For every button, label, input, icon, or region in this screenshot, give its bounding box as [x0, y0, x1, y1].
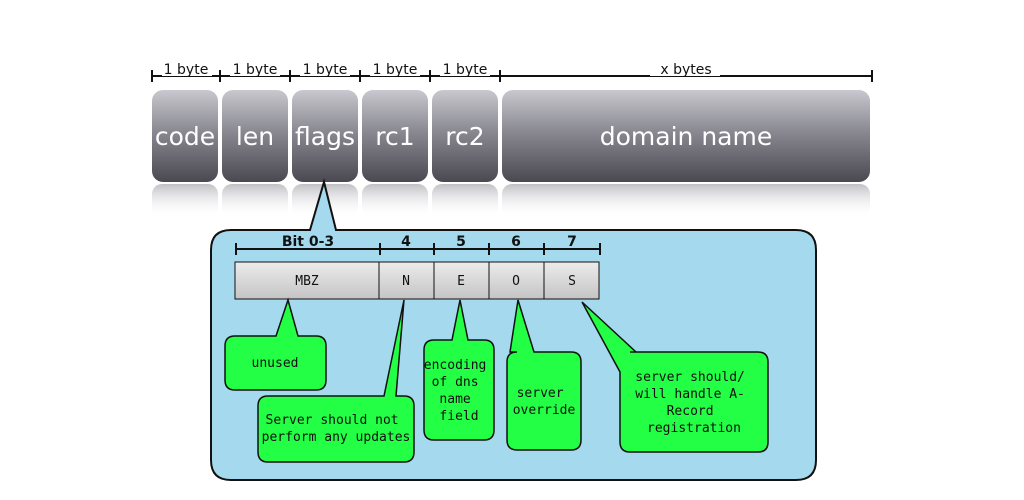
- byte-size-len: 1 byte: [233, 62, 278, 78]
- field-box-rc2: [432, 90, 498, 182]
- bit-label-n: 4: [401, 234, 411, 250]
- byte-size-rc2: 1 byte: [443, 62, 488, 78]
- note-bubble-o: [506, 299, 582, 451]
- note-text-mbz: unused: [252, 356, 299, 371]
- field-label-rc1: rc1: [375, 122, 414, 151]
- note-text-e: encoding of dns name field: [424, 358, 494, 424]
- field-reflections: [152, 184, 870, 218]
- field-box-code: [152, 90, 218, 182]
- bit-label-s: 7: [567, 234, 577, 250]
- bit-label-mbz: Bit 0-3: [282, 234, 334, 250]
- bit-ruler: [235, 243, 601, 255]
- bit-cell-s-label: S: [568, 274, 576, 289]
- bit-cell-n-label: N: [402, 274, 410, 289]
- bit-cell-e-label: E: [457, 274, 465, 289]
- field-box-flags: [292, 90, 358, 182]
- byte-size-flags: 1 byte: [303, 62, 348, 78]
- byte-size-rc1: 1 byte: [373, 62, 418, 78]
- note-bubble-e: [423, 299, 495, 441]
- bit-cell-mbz: [234, 261, 380, 300]
- field-label-domain-name: domain name: [600, 122, 772, 151]
- note-text-o: server override: [513, 386, 576, 418]
- field-box-domain-name: [502, 90, 870, 182]
- note-bubble-n: [257, 299, 415, 463]
- bit-cell-s: [543, 261, 600, 300]
- byte-size-domain-name: x bytes: [660, 62, 711, 78]
- bit-cell-o-label: O: [512, 274, 520, 289]
- field-box-len: [222, 90, 288, 182]
- note-text-n: Server should not perform any updates: [262, 413, 411, 445]
- bit-label-o: 6: [511, 234, 521, 250]
- field-label-code: code: [155, 122, 215, 151]
- bit-cell-n: [378, 261, 435, 300]
- bit-cell-e: [433, 261, 490, 300]
- field-label-rc2: rc2: [445, 122, 484, 151]
- field-label-len: len: [236, 122, 274, 151]
- byte-size-code: 1 byte: [164, 62, 209, 78]
- note-bubble-mbz: [224, 297, 327, 391]
- field-box-rc1: [362, 90, 428, 182]
- bit-label-e: 5: [456, 234, 466, 250]
- bit-cell-mbz-label: MBZ: [295, 274, 319, 289]
- note-text-s: server should/ will handle A- Record reg…: [635, 370, 752, 436]
- note-bubble-s: [581, 301, 769, 453]
- field-label-flags: flags: [295, 122, 355, 151]
